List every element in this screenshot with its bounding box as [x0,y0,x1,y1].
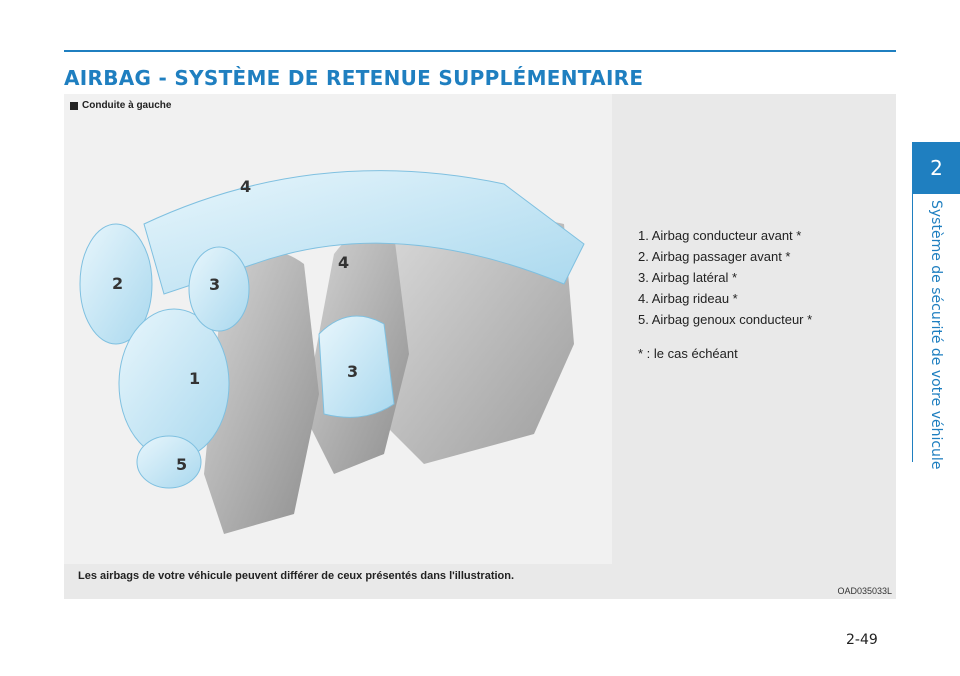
top-rule [64,50,896,52]
label-2: 2 [112,274,123,293]
driver-side-airbag [188,246,250,332]
curtain-airbag [143,170,585,295]
passenger-front-airbag [79,223,153,345]
label-3-right: 3 [347,362,358,381]
rear-seat [384,209,574,464]
label-4-top: 4 [240,177,251,196]
chapter-rule [912,142,913,462]
knee-airbag [136,435,202,489]
figure-code: OAD035033L [837,586,892,596]
legend-item: 1. Airbag conducteur avant * [638,228,802,243]
chapter-tab: 2 [913,142,960,194]
figure-caption: Conduite à gauche [70,100,171,111]
airbag-figure: 4 2 3 4 1 3 5 Conduite à gauche 1. Airba… [64,94,896,599]
square-bullet-icon [70,101,78,110]
legend-item: 3. Airbag latéral * [638,270,738,285]
label-1: 1 [189,369,200,388]
passenger-side-airbag [318,315,395,418]
page-title: AIRBAG - SYSTÈME DE RETENUE SUPPLÉMENTAI… [64,66,644,90]
label-5: 5 [176,455,187,474]
chapter-number: 2 [930,156,943,180]
label-4-mid: 4 [338,253,349,272]
page-number: 2-49 [846,632,878,648]
airbag-legend: 1. Airbag conducteur avant * 2. Airbag p… [638,225,812,330]
airbag-illustration: 4 2 3 4 1 3 5 Conduite à gauche [64,94,612,564]
airbag-illustration-drawing: 4 2 3 4 1 3 5 [79,170,585,534]
figure-caption-text: Conduite à gauche [82,100,172,111]
legend-item: 5. Airbag genoux conducteur * [638,312,813,327]
label-3-left: 3 [209,275,220,294]
figure-disclaimer: Les airbags de votre véhicule peuvent di… [78,570,515,582]
legend-item: 4. Airbag rideau * [638,291,738,306]
chapter-title: Système de sécurité de votre véhicule [928,200,944,470]
legend-item: 2. Airbag passager avant * [638,249,791,264]
legend-footnote: * : le cas échéant [638,346,738,361]
